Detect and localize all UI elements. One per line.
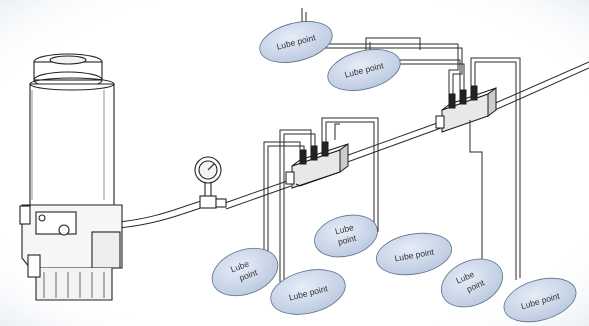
divider-valve-block-2 <box>435 85 497 133</box>
lube-point-1: Lube point <box>259 21 333 63</box>
lube-point-3-label-line2: point <box>337 233 358 247</box>
pump-unit <box>19 53 123 301</box>
feed-lines-block-2 <box>301 8 521 280</box>
divider-valve-block-1 <box>285 141 349 189</box>
lube-point-3-label-line1: Lube <box>334 222 355 236</box>
lube-point-6: Lube point <box>270 269 346 315</box>
lube-point-4: Lube point <box>376 232 452 276</box>
lube-point-3: Lube point <box>314 214 378 258</box>
lube-point-2: Lube point <box>327 49 401 91</box>
pressure-gauge <box>194 156 227 209</box>
lube-point-7: Lube point <box>441 258 503 308</box>
lube-point-8: Lube point <box>503 277 577 323</box>
lube-point-5: Lube point <box>211 247 279 297</box>
feed-lines-block-1 <box>263 117 379 282</box>
